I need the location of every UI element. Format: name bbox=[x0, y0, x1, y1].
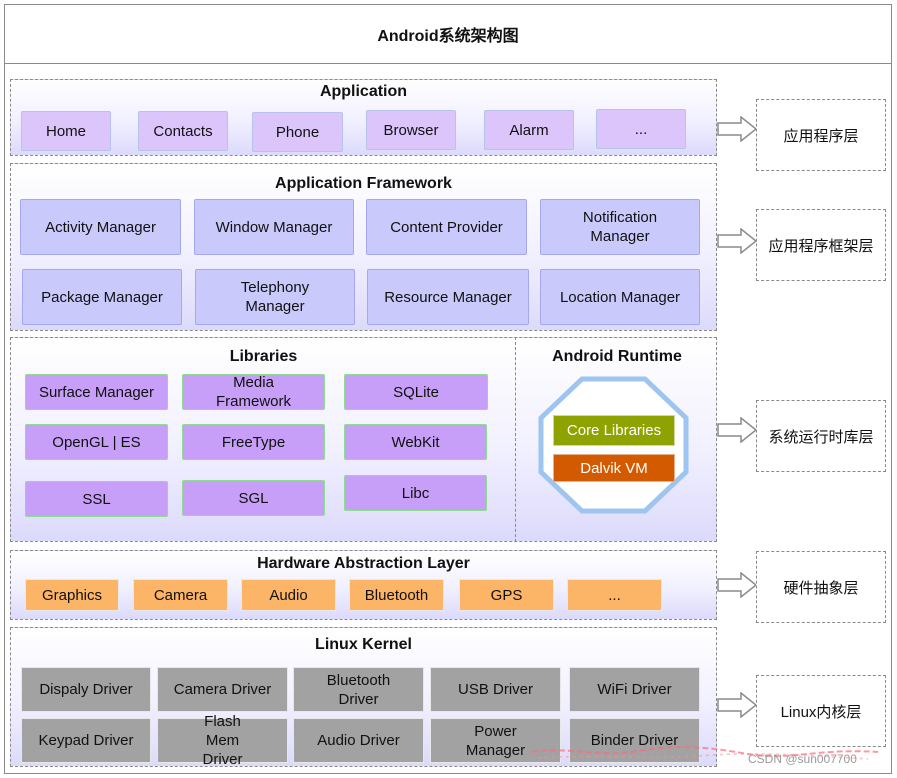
watermark-scribble bbox=[531, 746, 879, 760]
lib-webkit: WebKit bbox=[344, 424, 487, 460]
hal-gps: GPS bbox=[459, 579, 554, 611]
framework-activity-manager: Activity Manager bbox=[20, 199, 181, 255]
runtime-dalvik-vm: Dalvik VM bbox=[553, 454, 675, 482]
arrow-right-icon bbox=[717, 692, 757, 718]
framework-content-provider: Content Provider bbox=[366, 199, 527, 255]
lib-libc: Libc bbox=[344, 475, 487, 511]
hal-camera: Camera bbox=[133, 579, 228, 611]
framework-layer-title: Application Framework bbox=[275, 175, 452, 192]
app-browser: Browser bbox=[366, 110, 456, 150]
kernel-audio-driver: Audio Driver bbox=[293, 718, 424, 763]
app-contacts: Contacts bbox=[138, 111, 228, 151]
app-home: Home bbox=[21, 111, 111, 151]
app-alarm: Alarm bbox=[484, 110, 574, 150]
framework-resource-manager: Resource Manager bbox=[367, 269, 529, 325]
side-label-hal: 硬件抽象层 bbox=[756, 551, 886, 623]
libraries-runtime-divider bbox=[515, 337, 516, 542]
kernel-display-driver: Dispaly Driver bbox=[21, 667, 151, 712]
framework-window-manager: Window Manager bbox=[194, 199, 354, 255]
kernel-flash-mem-driver: Flash Mem Driver bbox=[157, 713, 288, 768]
hal-layer-title: Hardware Abstraction Layer bbox=[257, 555, 470, 572]
watermark: CSDN @sun007700 bbox=[748, 752, 857, 766]
hal-more: ... bbox=[567, 579, 662, 611]
framework-notification-manager: Notification Manager bbox=[540, 199, 700, 255]
kernel-keypad-driver: Keypad Driver bbox=[21, 718, 151, 763]
app-phone: Phone bbox=[252, 112, 343, 152]
lib-sgl: SGL bbox=[182, 480, 325, 516]
side-label-application: 应用程序层 bbox=[756, 99, 886, 171]
app-more: ... bbox=[596, 109, 686, 149]
arrow-right-icon bbox=[717, 572, 757, 598]
hal-audio: Audio bbox=[241, 579, 336, 611]
lib-ssl: SSL bbox=[25, 481, 168, 517]
diagram-title: Android系统架构图 bbox=[4, 4, 892, 64]
kernel-camera-driver: Camera Driver bbox=[157, 667, 288, 712]
framework-location-manager: Location Manager bbox=[540, 269, 700, 325]
runtime-title: Android Runtime bbox=[552, 348, 682, 365]
kernel-usb-driver: USB Driver bbox=[430, 667, 561, 712]
lib-media-framework: Media Framework bbox=[182, 374, 325, 410]
side-label-runtime: 系统运行时库层 bbox=[756, 400, 886, 472]
lib-opengl-es: OpenGL | ES bbox=[25, 424, 168, 460]
side-label-kernel: Linux内核层 bbox=[756, 675, 886, 747]
arrow-right-icon bbox=[717, 417, 757, 443]
arrow-right-icon bbox=[717, 116, 757, 142]
framework-package-manager: Package Manager bbox=[22, 269, 182, 325]
kernel-wifi-driver: WiFi Driver bbox=[569, 667, 700, 712]
side-label-framework: 应用程序框架层 bbox=[756, 209, 886, 281]
kernel-binder-driver: Binder Driver bbox=[569, 718, 700, 763]
arrow-right-icon bbox=[717, 228, 757, 254]
framework-telephony-manager: Telephony Manager bbox=[195, 269, 355, 325]
lib-surface-manager: Surface Manager bbox=[25, 374, 168, 410]
kernel-bluetooth-driver: Bluetooth Driver bbox=[293, 667, 424, 712]
lib-freetype: FreeType bbox=[182, 424, 325, 460]
runtime-core-libraries: Core Libraries bbox=[553, 415, 675, 446]
lib-sqlite: SQLite bbox=[344, 374, 488, 410]
application-layer-title: Application bbox=[319, 83, 408, 100]
kernel-power-manager: Power Manager bbox=[430, 718, 561, 763]
hal-graphics: Graphics bbox=[25, 579, 119, 611]
libraries-title: Libraries bbox=[229, 348, 298, 365]
hal-bluetooth: Bluetooth bbox=[349, 579, 444, 611]
kernel-layer-title: Linux Kernel bbox=[315, 636, 412, 653]
